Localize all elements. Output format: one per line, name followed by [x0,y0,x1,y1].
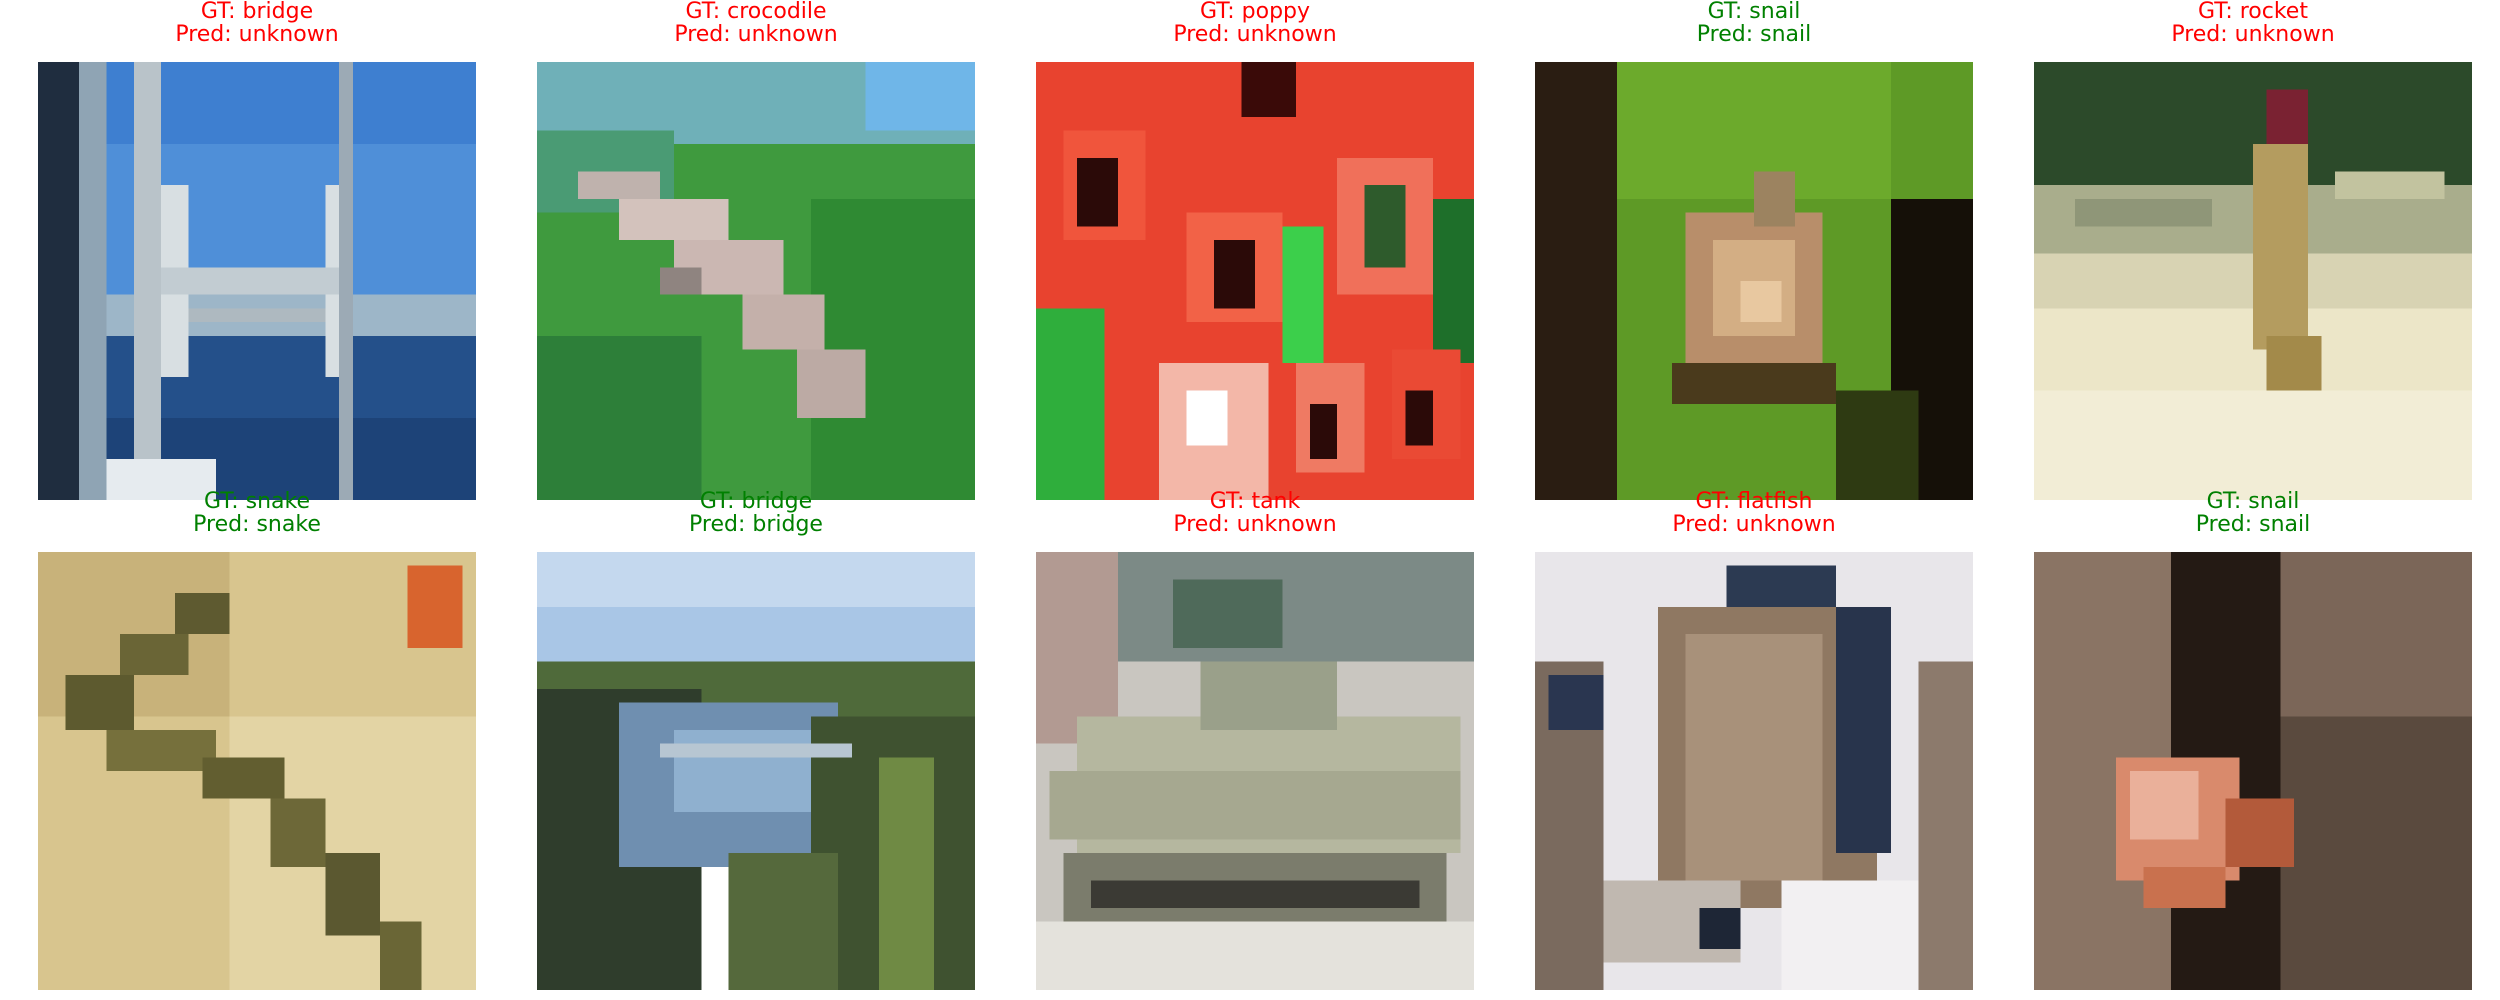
panel-7: GT: bridge Pred: bridge [537,490,975,990]
prediction-label: Pred: unknown [674,22,838,47]
snail-image [2034,552,2472,990]
prediction-label: Pred: unknown [1173,22,1337,47]
flatfish-image [1535,552,1973,990]
prediction-label: Pred: snail [1696,22,1812,47]
ground-truth-label: GT: bridge [699,489,813,514]
prediction-label: Pred: unknown [175,22,339,47]
bridge-image [38,62,476,500]
panel-caption: GT: snail Pred: snail [2034,490,2472,536]
ground-truth-label: GT: rocket [2198,0,2308,24]
prediction-label: Pred: unknown [1173,512,1337,537]
panel-caption: GT: rocket Pred: unknown [2034,0,2472,46]
panel-caption: GT: poppy Pred: unknown [1036,0,1474,46]
panel-2: GT: crocodile Pred: unknown [537,0,975,500]
ground-truth-label: GT: crocodile [685,0,827,24]
panel-1: GT: bridge Pred: unknown [38,0,476,500]
snake-image [38,552,476,990]
panel-4: GT: snail Pred: snail [1535,0,1973,500]
ground-truth-label: GT: poppy [1199,0,1311,24]
prediction-label: Pred: unknown [2171,22,2335,47]
prediction-label: Pred: unknown [1672,512,1836,537]
panel-9: GT: flatfish Pred: unknown [1535,490,1973,990]
ground-truth-label: GT: flatfish [1695,489,1813,514]
panel-6: GT: snake Pred: snake [38,490,476,990]
ground-truth-label: GT: snail [2206,489,2300,514]
poppy-image [1036,62,1474,500]
prediction-label: Pred: bridge [689,512,823,537]
panel-caption: GT: bridge Pred: unknown [38,0,476,46]
ground-truth-label: GT: snake [203,489,311,514]
panel-5: GT: rocket Pred: unknown [2034,0,2472,500]
panel-3: GT: poppy Pred: unknown [1036,0,1474,500]
panel-caption: GT: tank Pred: unknown [1036,490,1474,536]
panel-10: GT: snail Pred: snail [2034,490,2472,990]
snail-image [1535,62,1973,500]
panel-caption: GT: crocodile Pred: unknown [537,0,975,46]
ground-truth-label: GT: bridge [200,0,314,24]
ground-truth-label: GT: tank [1209,489,1301,514]
ground-truth-label: GT: snail [1707,0,1801,24]
panel-caption: GT: flatfish Pred: unknown [1535,490,1973,536]
panel-8: GT: tank Pred: unknown [1036,490,1474,990]
bridge-image [537,552,975,990]
panel-caption: GT: snail Pred: snail [1535,0,1973,46]
prediction-label: Pred: snake [193,512,321,537]
prediction-label: Pred: snail [2195,512,2311,537]
tank-image [1036,552,1474,990]
rocket-image [2034,62,2472,500]
panel-caption: GT: snake Pred: snake [38,490,476,536]
crocodile-image [537,62,975,500]
panel-caption: GT: bridge Pred: bridge [537,490,975,536]
